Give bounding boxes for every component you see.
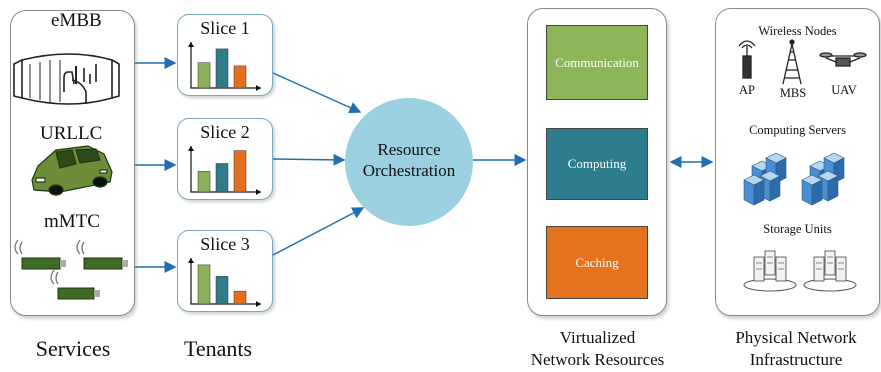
slice-1-box: Slice 1 bbox=[177, 14, 273, 96]
computing-label: Computing bbox=[567, 156, 627, 171]
uav-label: UAV bbox=[831, 83, 857, 97]
wireless-nodes-title: Wireless Nodes bbox=[758, 24, 837, 38]
services-panel bbox=[10, 10, 135, 316]
slice-2-box: Slice 2 bbox=[177, 118, 273, 200]
arrow-slice3-to-orch bbox=[272, 207, 365, 256]
slice-3-label: Slice 3 bbox=[200, 234, 250, 254]
slice-2-label: Slice 2 bbox=[200, 122, 250, 142]
communication-label: Communication bbox=[555, 54, 639, 70]
slice-3-box: Slice 3 bbox=[177, 230, 273, 312]
caching-label: Caching bbox=[575, 254, 619, 270]
storage-units-title: Storage Units bbox=[763, 222, 832, 236]
physical-footer-line2: Infrastructure bbox=[749, 350, 843, 369]
ap-label: AP bbox=[739, 83, 755, 97]
virtualized-footer-line2: Network Resources bbox=[530, 350, 665, 369]
arrow-slice1-to-orch bbox=[272, 72, 362, 114]
service-label-urllc: URLLC bbox=[40, 123, 103, 144]
tenants-footer: Tenants bbox=[183, 336, 253, 361]
orchestration-label-line1: Resource bbox=[377, 140, 441, 159]
physical-infrastructure-panel bbox=[715, 8, 880, 316]
physical-footer-line1: Physical Network bbox=[735, 328, 857, 347]
slice-1-label: Slice 1 bbox=[200, 18, 250, 38]
computing-servers-title: Computing Servers bbox=[749, 123, 846, 137]
arrow-slice2-to-orch bbox=[272, 153, 346, 166]
service-label-embb: eMBB bbox=[51, 10, 102, 31]
services-footer: Services bbox=[35, 336, 111, 361]
service-label-mmtc: mMTC bbox=[44, 211, 100, 232]
virtualized-footer-line1: Virtualized bbox=[559, 328, 636, 347]
communication-block: Communication bbox=[546, 25, 648, 100]
computing-block: Computing bbox=[546, 128, 648, 200]
caching-block: Caching bbox=[546, 226, 648, 299]
mbs-label: MBS bbox=[779, 86, 807, 100]
orchestration-label-line2: Orchestration bbox=[362, 161, 456, 180]
